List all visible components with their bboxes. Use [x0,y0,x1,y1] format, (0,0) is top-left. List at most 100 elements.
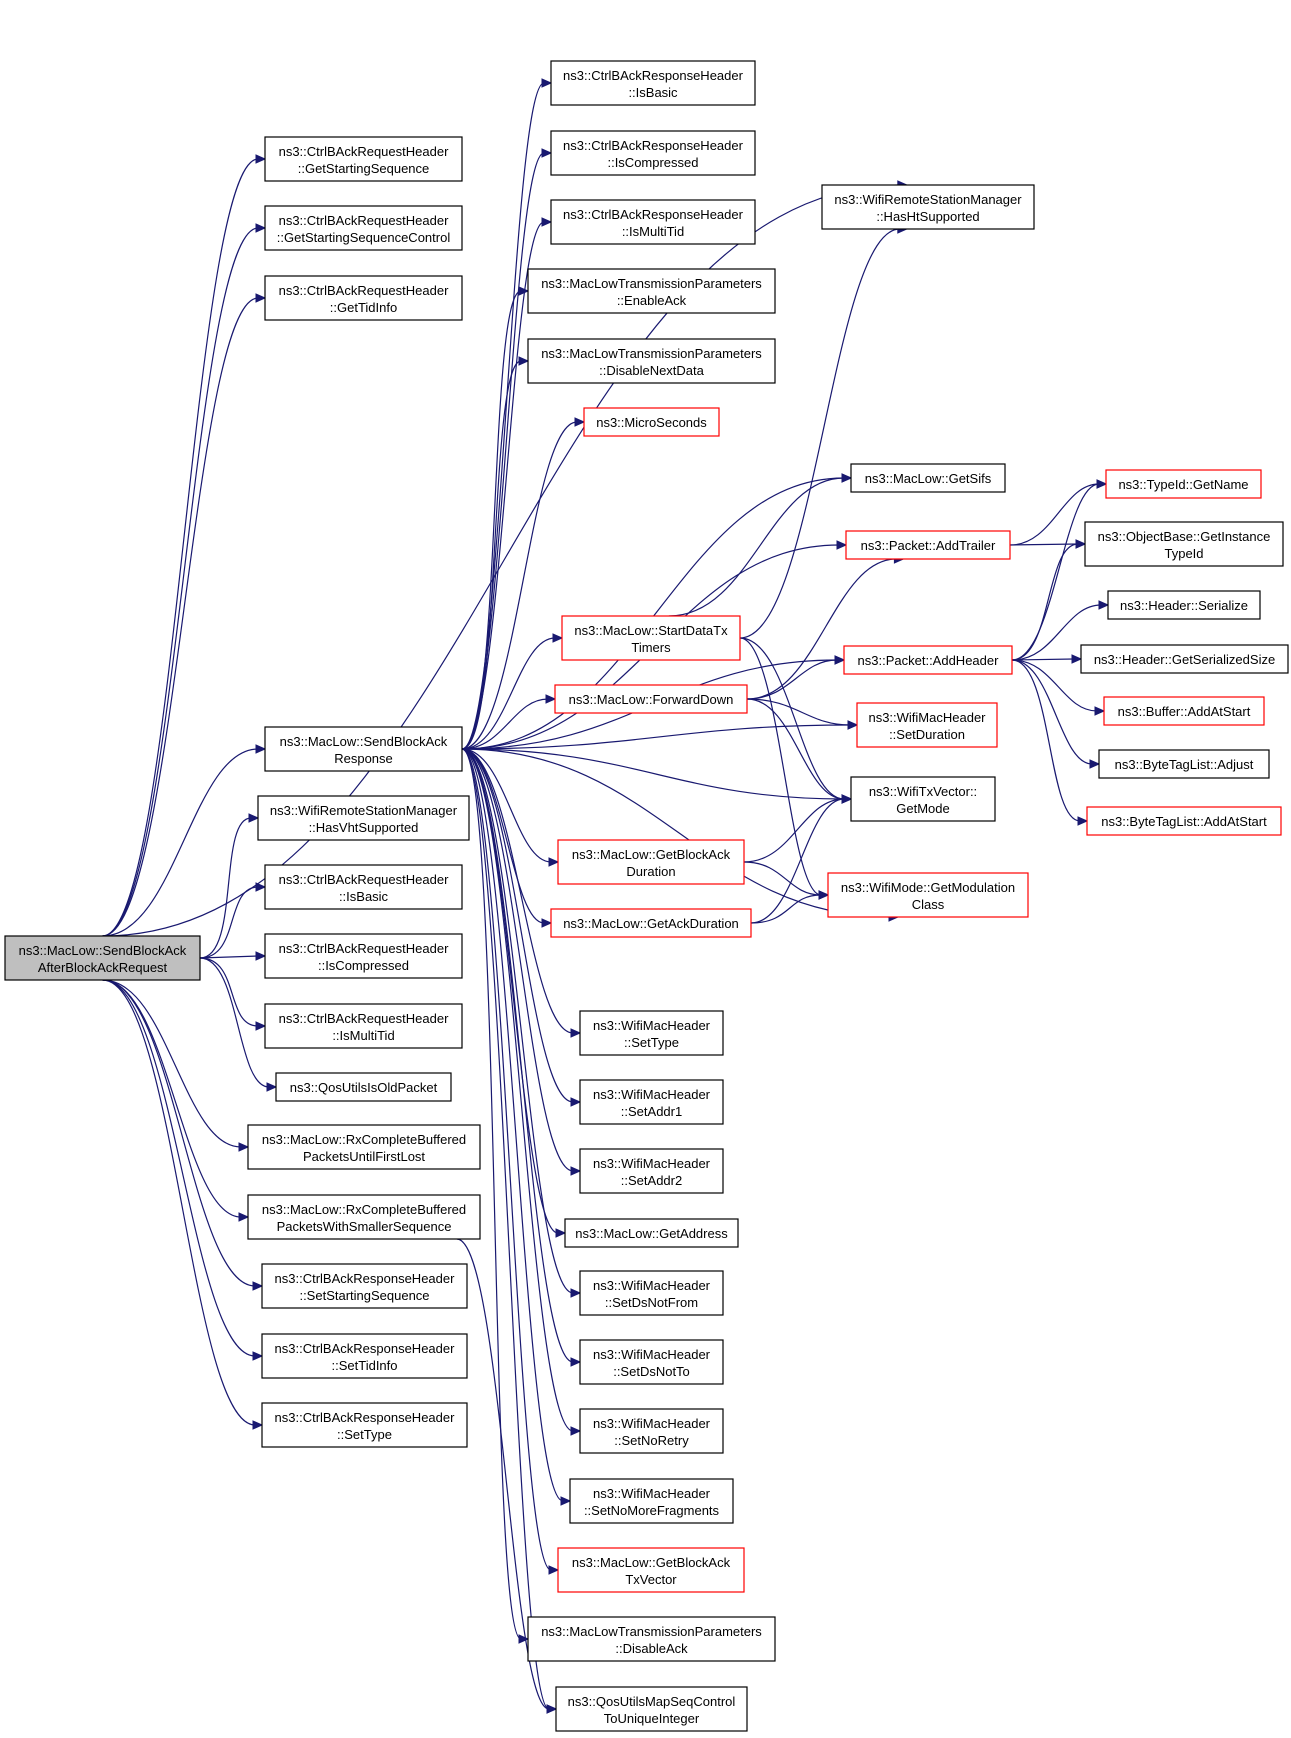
node-label: Response [334,751,393,766]
node-label: ::DisableNextData [599,363,705,378]
node-hasvht[interactable]: ns3::WifiRemoteStationManager::HasVhtSup… [257,795,470,841]
node-rq-ismulti[interactable]: ns3::CtrlBAckRequestHeader::IsMultiTid [264,1003,463,1049]
node-rq-isbasic[interactable]: ns3::CtrlBAckRequestHeader::IsBasic [264,864,463,910]
edge-sbar-to-addr2 [461,748,582,1176]
node-rq-iscomp[interactable]: ns3::CtrlBAckRequestHeader::IsCompressed [264,933,463,979]
node-disnext[interactable]: ns3::MacLowTransmissionParameters::Disab… [527,338,776,384]
edge-root-to-rxsmaller [102,979,250,1222]
node-noretry[interactable]: ns3::WifiMacHeader::SetNoRetry [579,1408,724,1454]
edge-sbar-to-getbad [461,748,560,867]
node-label: ns3::WifiTxVector:: [869,784,977,799]
node-c-getssc[interactable]: ns3::CtrlBAckRequestHeader::GetStartingS… [264,205,463,251]
node-c-getss[interactable]: ns3::CtrlBAckRequestHeader::GetStartingS… [264,136,463,182]
node-rs-iscomp[interactable]: ns3::CtrlBAckResponseHeader::IsCompresse… [550,130,756,176]
edge-sbar-to-getmode [461,748,853,804]
node-hasht[interactable]: ns3::WifiRemoteStationManager::HasHtSupp… [821,184,1035,230]
edge-getack-to-modclass [750,890,830,924]
node-label: Timers [631,640,671,655]
node-enack[interactable]: ns3::MacLowTransmissionParameters::Enabl… [527,268,776,314]
node-mapseq[interactable]: ns3::QosUtilsMapSeqControlToUniqueIntege… [555,1686,748,1732]
node-settype[interactable]: ns3::WifiMacHeader::SetType [579,1010,724,1056]
node-label: ToUniqueInteger [604,1711,700,1726]
node-label: ns3::Header::Serialize [1120,598,1248,613]
node-nomore[interactable]: ns3::WifiMacHeader::SetNoMoreFragments [569,1478,734,1524]
node-label: GetMode [896,801,949,816]
node-micro[interactable]: ns3::MicroSeconds [583,407,720,437]
edge-addheader-to-bufadd [1011,659,1106,716]
node-label: ns3::CtrlBAckResponseHeader [275,1341,456,1356]
node-addr2[interactable]: ns3::WifiMacHeader::SetAddr2 [579,1148,724,1194]
edge-sbar-to-rs_isbasic [461,78,553,750]
node-label: ::IsMultiTid [622,224,684,239]
node-addtrailer[interactable]: ns3::Packet::AddTrailer [845,530,1011,560]
node-addheader[interactable]: ns3::Packet::AddHeader [843,645,1013,675]
node-btadjust[interactable]: ns3::ByteTagList::Adjust [1098,749,1270,779]
node-getack[interactable]: ns3::MacLow::GetAckDuration [550,908,752,938]
node-label: ::GetStartingSequenceControl [277,230,451,245]
edge-sbar-to-settype [461,748,582,1038]
edge-root-to-rs_settid [102,979,264,1361]
edge-addheader-to-getname [1011,479,1108,661]
node-label: ns3::CtrlBAckRequestHeader [279,1011,449,1026]
node-label: ::SetNoRetry [614,1433,689,1448]
node-rs-settype[interactable]: ns3::CtrlBAckResponseHeader::SetType [261,1402,468,1448]
edge-sbar-to-batxv [461,748,560,1575]
edge-addheader-to-sersize [1011,654,1083,664]
node-getsifs[interactable]: ns3::MacLow::GetSifs [850,463,1006,493]
edge-root-to-rq_ismulti [199,957,267,1031]
node-label: ::GetTidInfo [330,300,397,315]
node-bufadd[interactable]: ns3::Buffer::AddAtStart [1103,696,1265,726]
node-getname[interactable]: ns3::TypeId::GetName [1105,469,1262,499]
node-label: ::IsCompressed [318,958,409,973]
node-label: ns3::WifiMode::GetModulation [841,880,1015,895]
node-dsnotfrom[interactable]: ns3::WifiMacHeader::SetDsNotFrom [579,1270,724,1316]
node-btaddat[interactable]: ns3::ByteTagList::AddAtStart [1086,806,1282,836]
node-getmode[interactable]: ns3::WifiTxVector::GetMode [850,776,996,822]
node-label: AfterBlockAckRequest [38,960,168,975]
node-disack[interactable]: ns3::MacLowTransmissionParameters::Disab… [527,1616,776,1662]
node-label: TypeId [1164,546,1203,561]
edge-root-to-c_getss [102,154,267,937]
node-setdur[interactable]: ns3::WifiMacHeader::SetDuration [856,702,998,748]
edge-sbar-to-fwd [461,694,557,750]
edge-root-to-hasht [102,180,909,937]
edge-rxsmaller-to-mapseq [456,1238,558,1714]
node-addr1[interactable]: ns3::WifiMacHeader::SetAddr1 [579,1079,724,1125]
node-qosold[interactable]: ns3::QosUtilsIsOldPacket [275,1072,452,1102]
node-label: ns3::MacLow::ForwardDown [569,692,734,707]
node-rxsmaller[interactable]: ns3::MacLow::RxCompleteBufferedPacketsWi… [247,1194,481,1240]
node-rs-isbasic[interactable]: ns3::CtrlBAckResponseHeader::IsBasic [550,60,756,106]
node-label: ns3::MacLow::StartDataTx [574,623,728,638]
node-label: ::SetDsNotFrom [605,1295,698,1310]
edge-startdata-to-getsifs [668,473,853,617]
node-label: ::SetTidInfo [332,1358,398,1373]
node-label: ns3::MacLowTransmissionParameters [541,346,762,361]
node-label: ns3::MacLow::GetSifs [865,471,992,486]
node-c-gettid[interactable]: ns3::CtrlBAckRequestHeader::GetTidInfo [264,275,463,321]
node-rs-setss[interactable]: ns3::CtrlBAckResponseHeader::SetStarting… [261,1263,468,1309]
node-rs-ismulti[interactable]: ns3::CtrlBAckResponseHeader::IsMultiTid [550,199,756,245]
node-dsnotto[interactable]: ns3::WifiMacHeader::SetDsNotTo [579,1339,724,1385]
node-label: ns3::CtrlBAckRequestHeader [279,941,449,956]
edge-fwd-to-getmode [746,698,853,804]
edge-root-to-rs_setss [102,979,264,1291]
node-getaddr[interactable]: ns3::MacLow::GetAddress [564,1218,739,1248]
node-root[interactable]: ns3::MacLow::SendBlockAckAfterBlockAckRe… [4,935,201,981]
edge-addheader-to-objbase [1011,539,1087,661]
node-rxfirst[interactable]: ns3::MacLow::RxCompleteBufferedPacketsUn… [247,1124,481,1170]
node-rs-settid[interactable]: ns3::CtrlBAckResponseHeader::SetTidInfo [261,1333,468,1379]
edge-fwd-to-addtrailer [746,554,905,700]
node-sersize[interactable]: ns3::Header::GetSerializedSize [1080,644,1289,674]
node-label: ::SetType [624,1035,679,1050]
node-label: ns3::MacLow::GetBlockAck [572,847,731,862]
node-serialize[interactable]: ns3::Header::Serialize [1107,590,1261,620]
node-fwd[interactable]: ns3::MacLow::ForwardDown [554,684,748,714]
node-label: ::EnableAck [617,293,687,308]
